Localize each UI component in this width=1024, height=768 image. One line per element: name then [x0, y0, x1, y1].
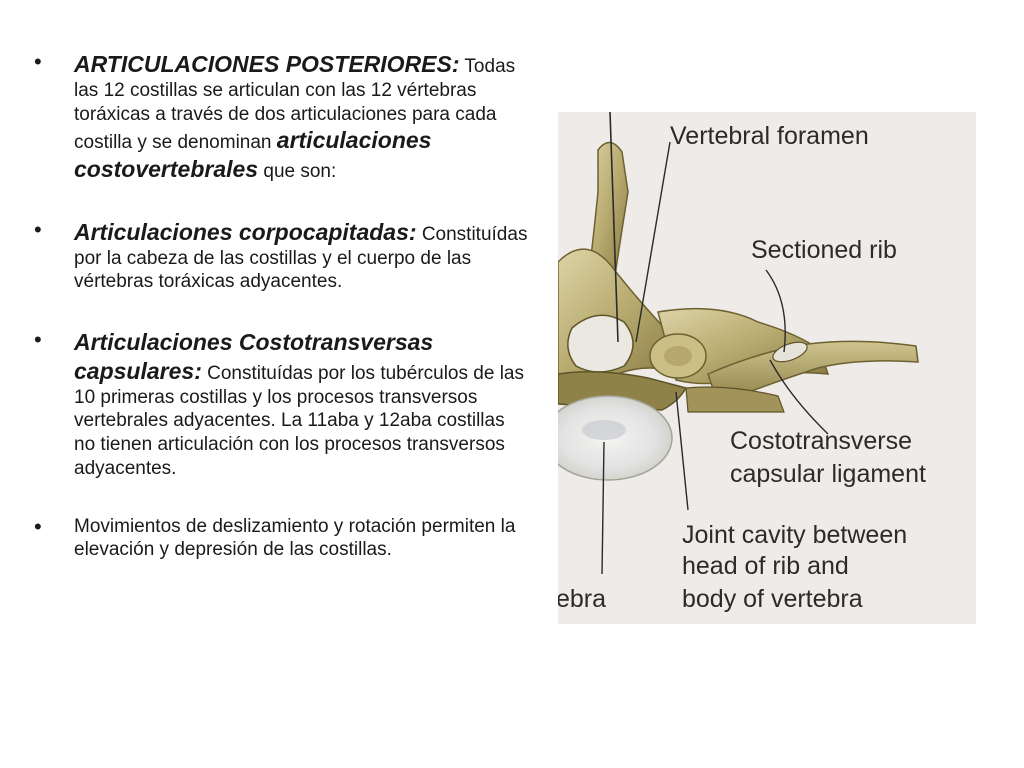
vertebral-foramen — [567, 314, 634, 373]
label-costotransverse-1: Costotransverse — [730, 427, 912, 455]
label-joint-cavity-3: body of vertebra — [682, 585, 863, 613]
leader-costotransverse — [769, 359, 829, 435]
bullet-dot: • — [34, 49, 42, 74]
bullet-movements: • Movimientos de deslizamiento y rotació… — [30, 513, 530, 563]
label-joint-cavity-2: head of rib and — [682, 552, 849, 580]
bullet-text: Constituídas por la cabeza de las costil… — [74, 223, 528, 293]
bullet-list: • ARTICULACIONES POSTERIORES: Todas las … — [30, 49, 530, 563]
label-vertebral-foramen: Vertebral foramen — [670, 122, 869, 150]
bullet-heading: Articulaciones corpocapitadas: — [74, 218, 417, 245]
label-sectioned-rib: Sectioned rib — [751, 236, 897, 264]
vertebra-rib-illustration: Vertebral foramen Sectioned rib Costotra… — [558, 112, 926, 613]
bullet-text: Movimientos de deslizamiento y rotación … — [74, 515, 516, 561]
bullet-heading: Articulaciones Costotransversas capsular… — [74, 329, 434, 384]
bullet-dot: • — [34, 216, 42, 242]
sectioned-rib-cut — [772, 341, 808, 363]
spinous-process — [587, 141, 629, 283]
bullet-posterior-joints: • ARTICULACIONES POSTERIORES: Todas las … — [30, 49, 530, 184]
bullet-text: Constituídas por los tubérculos de las 1… — [74, 362, 524, 479]
leader-body-vertebra — [601, 441, 605, 575]
bullet-text: Todas las 12 costillas se articulan con … — [74, 56, 516, 154]
leader-sectioned-rib — [765, 269, 786, 353]
bullet-dot: • — [34, 513, 42, 539]
leader-foramen-label — [635, 141, 671, 343]
label-partial-vertebra: ebra — [558, 585, 606, 613]
bullet-emphasis: articulaciones costovertebrales — [74, 127, 432, 182]
leader-joint-cavity — [675, 391, 689, 511]
anatomy-figure: Vertebral foramen Sectioned rib Costotra… — [558, 112, 976, 624]
label-costotransverse-2: capsular ligament — [730, 460, 926, 488]
bullet-dot: • — [34, 327, 42, 352]
bullet-corpocapitadas: • Articulaciones corpocapitadas: Constit… — [30, 216, 530, 294]
label-joint-cavity-1: Joint cavity between — [682, 521, 907, 549]
leader-vertebral-foramen — [609, 112, 619, 343]
bullet-costotransversas: • Articulaciones Costotransversas capsul… — [30, 327, 530, 481]
bullet-heading: ARTICULACIONES POSTERIORES: — [74, 51, 460, 77]
bullet-text-end: que son: — [258, 161, 337, 182]
